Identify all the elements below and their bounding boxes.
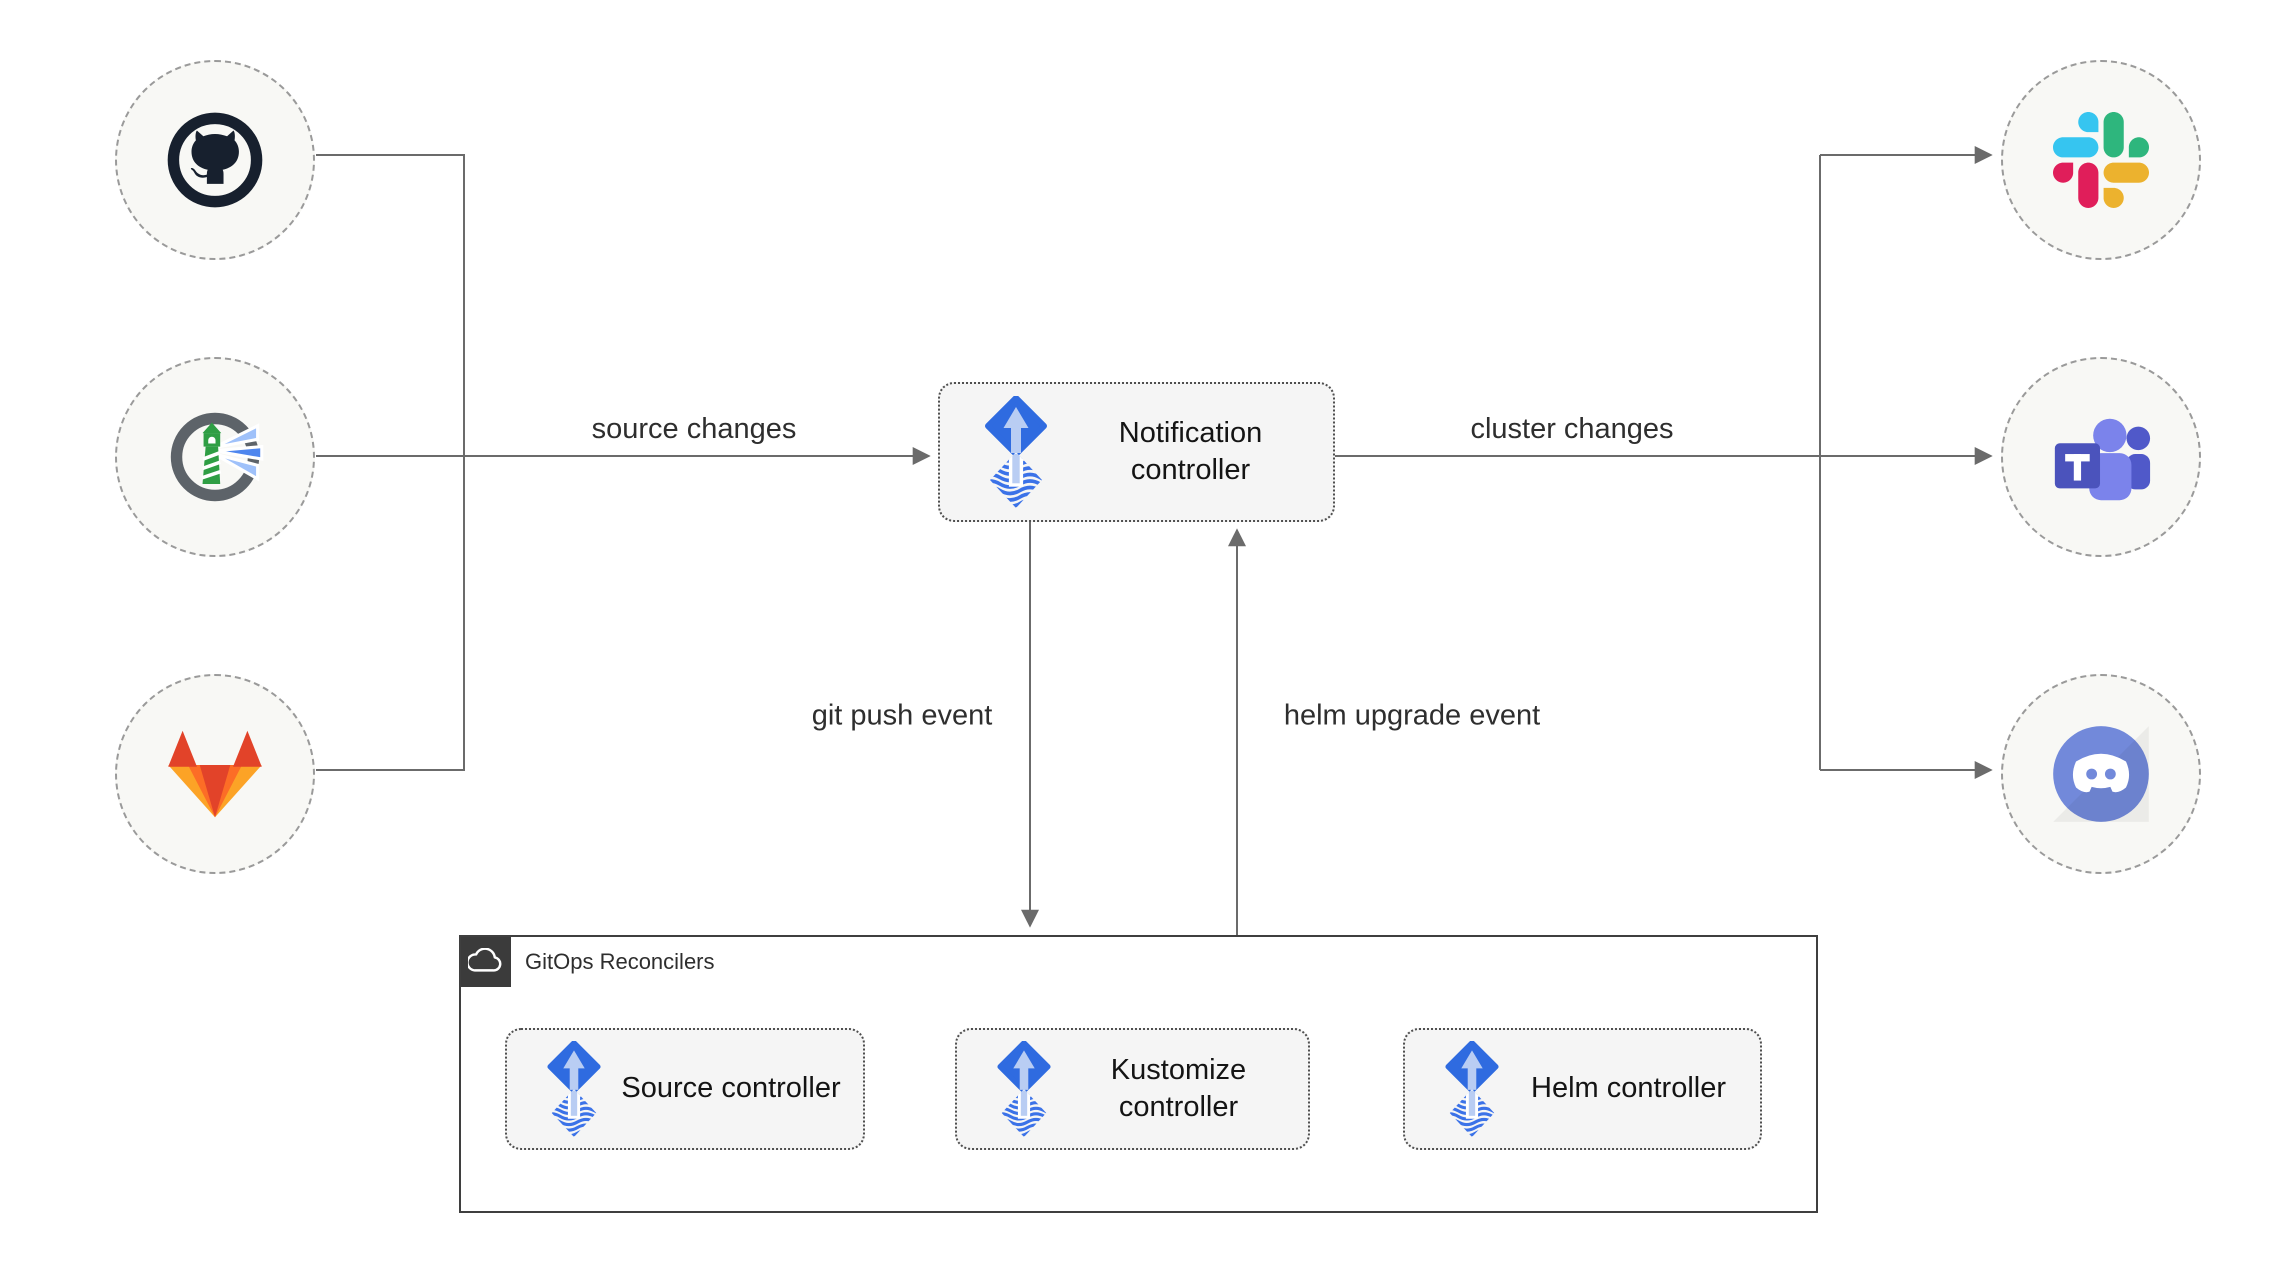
slack-icon xyxy=(2053,112,2149,208)
flux-icon xyxy=(531,1041,617,1137)
gitops-reconcilers-title: GitOps Reconcilers xyxy=(525,949,715,974)
teams-icon xyxy=(2054,418,2151,501)
gitlab-icon xyxy=(168,730,262,818)
discord-icon xyxy=(2053,726,2149,822)
node-helm-controller: Helm controller xyxy=(1403,1028,1762,1150)
github-icon xyxy=(163,108,267,212)
endpoint-slack xyxy=(2001,60,2201,260)
endpoint-harbor xyxy=(115,357,315,557)
source-controller-label: Source controller xyxy=(621,1072,841,1105)
endpoint-github xyxy=(115,60,315,260)
flux-icon xyxy=(981,1041,1067,1137)
node-kustomize-controller: Kustomize controller xyxy=(955,1028,1310,1150)
cloud-icon xyxy=(468,948,502,972)
edge-left-merge xyxy=(316,154,465,771)
edge-label-git-push-event: git push event xyxy=(805,699,999,733)
edge-label-helm-upgrade-event: helm upgrade event xyxy=(1277,699,1547,733)
notification-controller-label: Notification controller xyxy=(1118,416,1263,486)
flux-icon xyxy=(966,396,1066,508)
kustomize-controller-label: Kustomize controller xyxy=(1110,1053,1247,1123)
endpoint-discord xyxy=(2001,674,2201,874)
flux-icon xyxy=(1429,1041,1515,1137)
container-corner-badge xyxy=(461,937,511,987)
edge-label-source-changes: source changes xyxy=(585,413,803,446)
node-source-controller: Source controller xyxy=(505,1028,865,1150)
node-notification-controller: Notification controller xyxy=(938,382,1335,522)
edge-label-cluster-changes: cluster changes xyxy=(1464,413,1680,446)
endpoint-teams xyxy=(2001,357,2201,557)
helm-controller-label: Helm controller xyxy=(1531,1072,1726,1105)
harbor-icon xyxy=(163,405,267,509)
endpoint-gitlab xyxy=(115,674,315,874)
